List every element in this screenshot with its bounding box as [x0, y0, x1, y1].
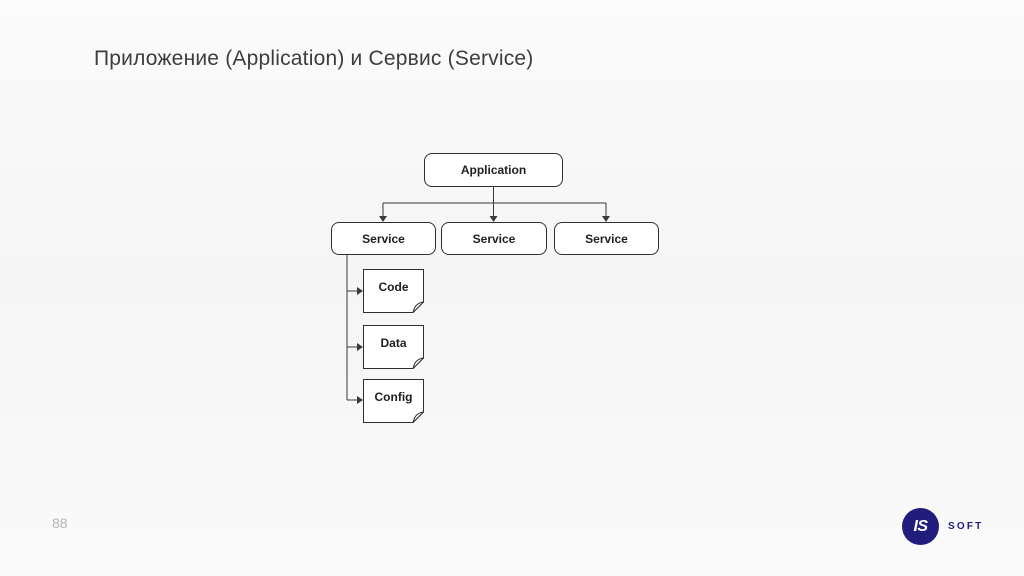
- logo-monogram: IS: [913, 517, 928, 535]
- artifact-doc-code: Code: [363, 269, 424, 313]
- diagram: Application Service Service Service Code…: [325, 145, 670, 435]
- logo-wordmark: SOFT: [948, 521, 984, 532]
- application-node: Application: [424, 153, 563, 187]
- connector-application-to-services: [382, 187, 607, 216]
- artifact-label: Data: [380, 336, 407, 350]
- document-shape-icon: [363, 379, 424, 423]
- service-node-1: Service: [331, 222, 436, 255]
- artifact-doc-config: Config: [363, 379, 424, 423]
- arrowheads-down: [379, 216, 610, 222]
- service-label: Service: [362, 231, 405, 246]
- logo-circle: IS: [902, 508, 939, 545]
- artifact-doc-data: Data: [363, 325, 424, 369]
- connector-service-to-artifacts: [346, 255, 357, 401]
- service-node-3: Service: [554, 222, 659, 255]
- artifact-label: Config: [374, 390, 413, 404]
- document-shape-icon: [363, 325, 424, 369]
- company-logo: IS SOFT: [902, 508, 983, 545]
- document-shape-icon: [363, 269, 424, 313]
- artifact-label: Code: [378, 280, 409, 294]
- connector-lines: [346, 187, 610, 404]
- service-label: Service: [472, 231, 516, 246]
- application-label: Application: [460, 163, 527, 177]
- arrowheads-right: [357, 287, 363, 404]
- service-node-2: Service: [441, 222, 547, 255]
- page-number: 88: [52, 515, 68, 531]
- service-label: Service: [585, 231, 628, 246]
- slide-title: Приложение (Application) и Сервис (Servi…: [94, 47, 534, 70]
